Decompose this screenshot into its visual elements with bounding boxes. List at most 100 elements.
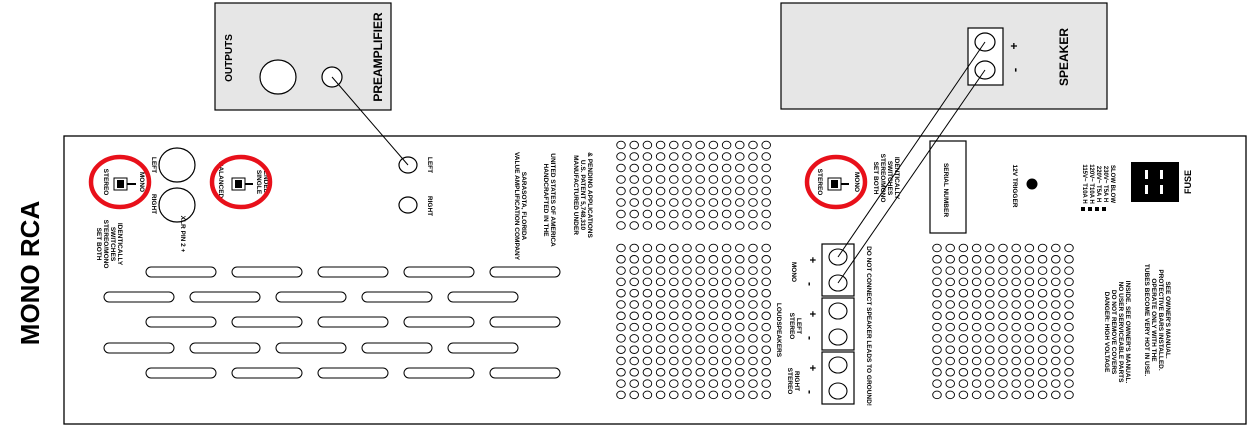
vent-hole bbox=[1064, 243, 1074, 253]
vent-hole bbox=[682, 288, 692, 298]
vent-hole bbox=[669, 288, 679, 298]
vent-hole bbox=[721, 186, 732, 196]
vent-hole bbox=[932, 390, 942, 400]
vent-hole bbox=[642, 266, 653, 275]
vent-hole bbox=[1011, 266, 1021, 275]
vent-hole bbox=[748, 255, 758, 264]
vent-hole bbox=[695, 243, 705, 253]
vent-hole bbox=[1064, 255, 1074, 264]
vent-hole bbox=[708, 368, 719, 377]
vent-hole bbox=[669, 345, 679, 354]
vent-hole bbox=[958, 243, 969, 253]
vent-hole bbox=[945, 300, 955, 309]
vent-hole bbox=[748, 300, 758, 309]
vent-hole bbox=[616, 345, 626, 354]
vent-hole bbox=[735, 277, 745, 287]
vent-hole bbox=[642, 379, 653, 388]
vent-hole bbox=[721, 356, 732, 366]
vent-hole bbox=[721, 140, 732, 150]
preamp-name-label: PREAMPLIFIER bbox=[371, 12, 385, 102]
vent-hole bbox=[655, 379, 666, 388]
left-set-both-4: IDENTICALLY bbox=[116, 223, 123, 266]
vent-hole bbox=[629, 390, 639, 400]
vent-hole bbox=[708, 255, 719, 264]
vent-hole bbox=[1051, 243, 1061, 253]
vent-hole bbox=[1024, 243, 1035, 253]
vent-hole bbox=[1051, 322, 1061, 332]
vent-hole bbox=[735, 152, 745, 161]
vent-hole bbox=[1024, 356, 1035, 366]
fuse-holder[interactable] bbox=[1131, 162, 1179, 202]
vent-hole bbox=[682, 186, 692, 196]
vent-hole bbox=[932, 255, 942, 264]
vent-hole bbox=[1051, 277, 1061, 287]
vent-hole bbox=[669, 277, 679, 287]
vent-hole bbox=[721, 322, 732, 332]
vent-hole bbox=[1037, 345, 1048, 354]
vent-hole bbox=[1064, 334, 1074, 343]
vent-hole bbox=[1064, 356, 1074, 366]
vent-hole bbox=[1037, 300, 1048, 309]
vent-hole bbox=[985, 255, 995, 264]
vent-hole bbox=[1024, 277, 1035, 287]
vent-hole bbox=[708, 379, 719, 388]
vent-hole bbox=[761, 243, 771, 253]
vent-hole bbox=[998, 356, 1008, 366]
fuse-rating-4: 230V~ T5A H bbox=[1102, 166, 1108, 202]
vent-hole bbox=[682, 243, 692, 253]
vent-hole bbox=[998, 379, 1008, 388]
vent-hole bbox=[1051, 266, 1061, 275]
vent-hole bbox=[642, 368, 653, 377]
vent-hole bbox=[669, 311, 679, 321]
vent-hole bbox=[932, 368, 942, 377]
left-set-both-1: SET BOTH bbox=[95, 228, 102, 261]
vent-hole bbox=[985, 243, 995, 253]
vent-hole bbox=[695, 255, 705, 264]
right-stereo-mono-switch[interactable] bbox=[827, 177, 849, 191]
speaker-terminal-stereo-right bbox=[821, 351, 855, 405]
vent-hole bbox=[669, 322, 679, 332]
vent-hole bbox=[748, 379, 758, 388]
vent-hole bbox=[616, 198, 626, 207]
vent-hole bbox=[998, 390, 1008, 400]
vent-hole bbox=[985, 277, 995, 287]
vent-hole bbox=[748, 186, 758, 196]
vent-hole bbox=[932, 311, 942, 321]
tubes-line-1: TUBES BECOME VERY HOT IN USE. bbox=[1143, 264, 1150, 377]
vent-hole bbox=[998, 322, 1008, 332]
vent-hole bbox=[735, 140, 745, 150]
vent-hole bbox=[642, 152, 653, 161]
speaker-box bbox=[780, 2, 1108, 110]
vent-hole bbox=[629, 140, 639, 150]
vent-hole bbox=[708, 186, 719, 196]
vent-hole bbox=[735, 266, 745, 275]
speaker-terminal-mono bbox=[821, 243, 855, 297]
vent-hole bbox=[735, 175, 745, 184]
vent-hole bbox=[655, 152, 666, 161]
vent-hole bbox=[669, 140, 679, 150]
vent-hole bbox=[1064, 379, 1074, 388]
vent-hole bbox=[761, 209, 771, 219]
vent-hole bbox=[708, 390, 719, 400]
info-company: VALUE AMPLIFICATION COMPANY bbox=[513, 152, 520, 261]
input-mode-switch[interactable] bbox=[231, 177, 253, 191]
fuse-rating-marks bbox=[1081, 207, 1106, 211]
trigger-jack[interactable] bbox=[1026, 178, 1038, 190]
vent-hole bbox=[761, 334, 771, 343]
left-stereo-mono-switch[interactable] bbox=[113, 177, 136, 191]
vent-hole bbox=[682, 300, 692, 309]
vent-hole bbox=[655, 163, 666, 173]
vent-hole bbox=[721, 255, 732, 264]
vent-hole bbox=[985, 368, 995, 377]
danger-line-3: NO USER SERVICEABLE PARTS bbox=[1117, 282, 1124, 384]
vent-hole bbox=[761, 266, 771, 275]
vent-hole bbox=[1024, 322, 1035, 332]
vent-hole bbox=[998, 266, 1008, 275]
vent-hole bbox=[1051, 356, 1061, 366]
vent-hole bbox=[945, 266, 955, 275]
preamplifier-box bbox=[214, 2, 392, 111]
vent-hole bbox=[642, 300, 653, 309]
xlr-left-connector bbox=[158, 147, 196, 183]
vent-hole bbox=[616, 152, 626, 161]
vent-hole bbox=[1051, 368, 1061, 377]
